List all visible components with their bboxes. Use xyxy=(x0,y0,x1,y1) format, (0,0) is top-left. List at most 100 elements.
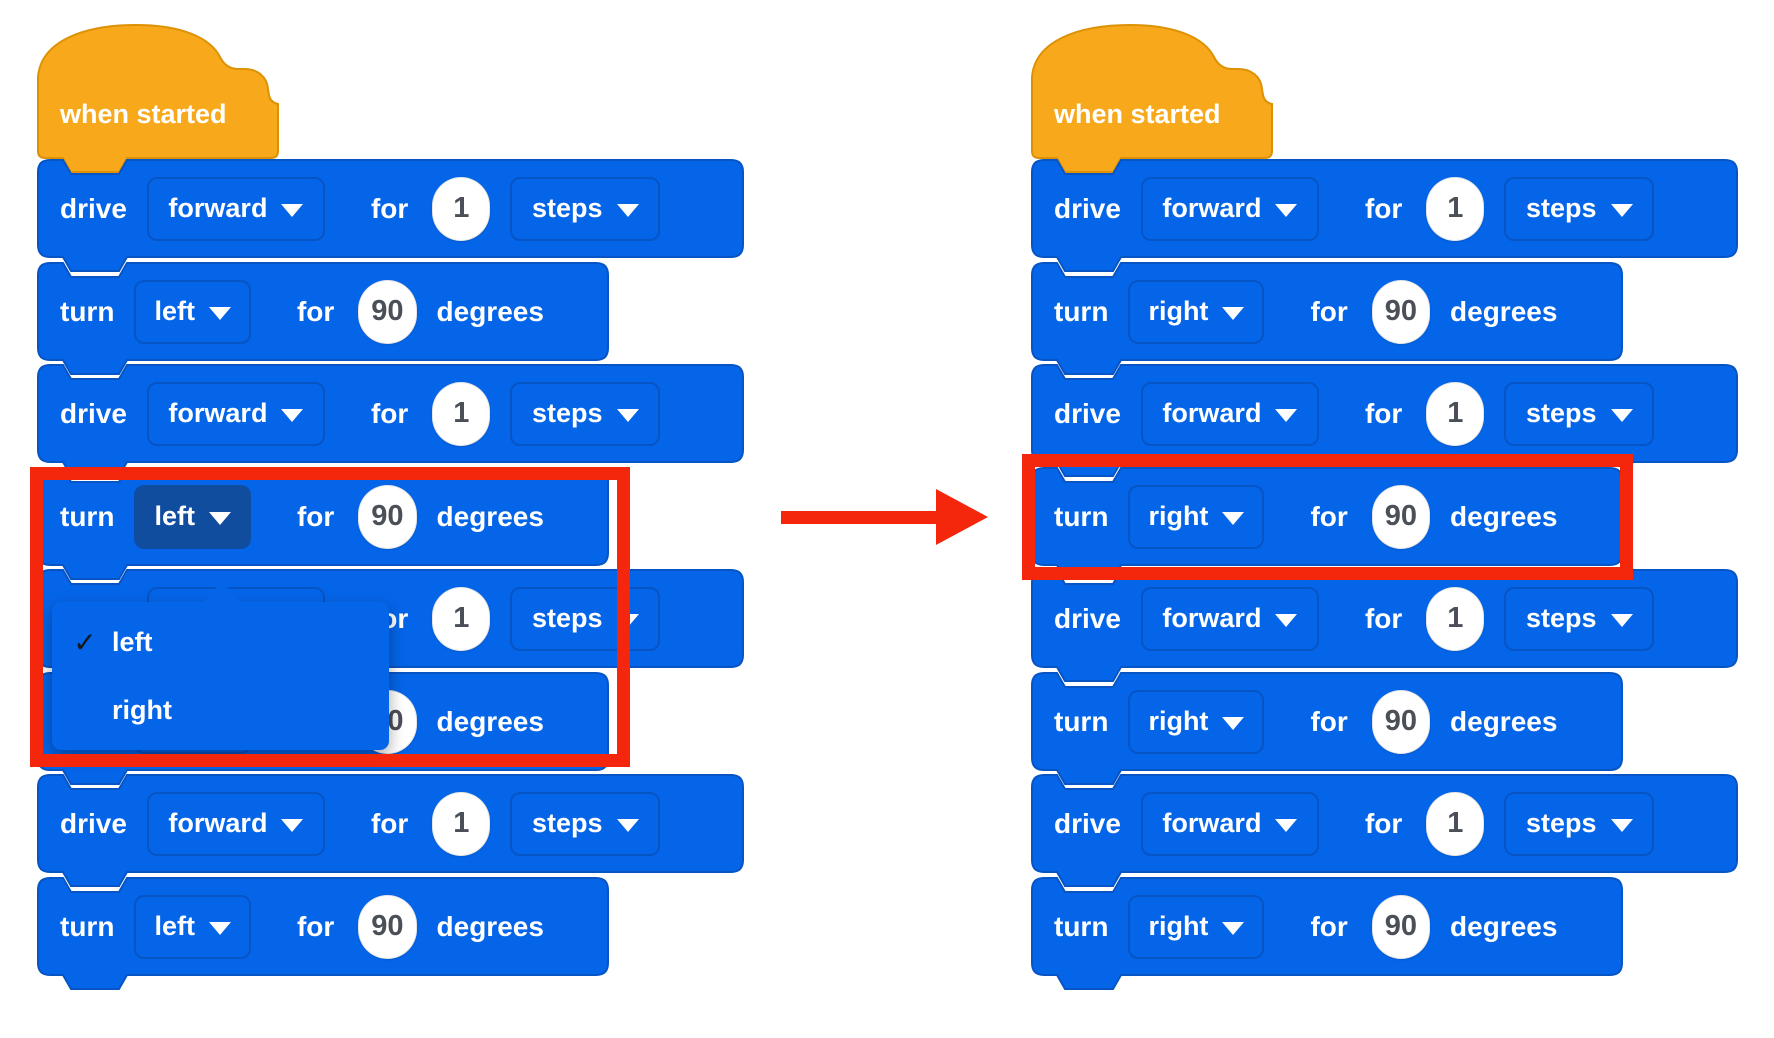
for-label: for xyxy=(296,910,335,942)
unit-dropdown[interactable]: steps xyxy=(510,381,661,446)
value-oval-input[interactable]: 1 xyxy=(432,176,491,241)
value-oval-input[interactable]: 90 xyxy=(358,894,417,959)
chevron-down-icon xyxy=(616,203,639,217)
unit-dropdown[interactable]: steps xyxy=(1504,176,1655,241)
value-oval-input[interactable]: 1 xyxy=(432,381,491,446)
direction-dropdown[interactable]: forward xyxy=(146,176,325,241)
unit-dropdown[interactable]: steps xyxy=(1504,381,1655,446)
direction-dropdown-label: right xyxy=(1148,706,1209,736)
chevron-down-icon xyxy=(1610,408,1633,422)
value-oval-input[interactable]: 1 xyxy=(1426,381,1485,446)
direction-dropdown[interactable]: forward xyxy=(1140,791,1319,856)
unit-label: degrees xyxy=(436,705,544,737)
for-label: for xyxy=(1310,295,1348,327)
unit-dropdown[interactable]: steps xyxy=(1504,791,1655,856)
direction-dropdown-label: left xyxy=(154,501,195,531)
turn-label: turn xyxy=(60,295,115,327)
unit-dropdown-label: steps xyxy=(531,603,603,633)
unit-dropdown-label: steps xyxy=(1525,398,1597,428)
value-oval-input[interactable]: 90 xyxy=(1371,484,1431,549)
for-label: for xyxy=(1364,602,1403,634)
unit-dropdown[interactable]: steps xyxy=(510,791,661,856)
unit-label: degrees xyxy=(436,500,544,532)
direction-dropdown[interactable]: forward xyxy=(1140,176,1319,241)
highlight-box-right xyxy=(1022,454,1633,580)
value-oval-input[interactable]: 90 xyxy=(1371,894,1431,959)
value-oval-input[interactable]: 90 xyxy=(1371,279,1431,344)
drive-label: drive xyxy=(60,807,127,839)
for-label: for xyxy=(296,500,335,532)
value-oval-input[interactable]: 1 xyxy=(432,586,491,651)
direction-dropdown[interactable]: forward xyxy=(146,791,325,856)
unit-dropdown-label: steps xyxy=(1525,603,1597,633)
direction-dropdown-label: forward xyxy=(1162,808,1262,838)
direction-dropdown[interactable]: left xyxy=(134,894,251,959)
value-oval-input[interactable]: 90 xyxy=(358,484,417,549)
for-label: for xyxy=(1310,705,1348,737)
direction-dropdown-label: forward xyxy=(168,398,268,428)
chevron-down-icon xyxy=(281,818,304,832)
value-oval-input[interactable]: 1 xyxy=(432,791,491,856)
turn-label: turn xyxy=(60,500,115,532)
unit-dropdown-label: steps xyxy=(531,398,603,428)
value-oval-input[interactable]: 1 xyxy=(1426,176,1485,241)
drive-label: drive xyxy=(1054,192,1121,224)
chevron-down-icon xyxy=(208,306,231,320)
direction-dropdown[interactable]: right xyxy=(1128,279,1265,344)
direction-dropdown-label: forward xyxy=(1162,398,1262,428)
unit-dropdown[interactable]: steps xyxy=(510,176,661,241)
unit-label: degrees xyxy=(1450,295,1558,327)
for-label: for xyxy=(296,295,335,327)
drive-label: drive xyxy=(1054,397,1121,429)
turn-label: turn xyxy=(1054,705,1109,737)
chevron-down-icon xyxy=(616,408,639,422)
when-started-hat-block[interactable]: when started xyxy=(37,23,280,175)
direction-dropdown[interactable]: forward xyxy=(1140,381,1319,446)
turn-block[interactable]: turn left for 90 degrees xyxy=(37,467,609,580)
when-started-hat-block[interactable]: when started xyxy=(1031,23,1274,175)
direction-dropdown[interactable]: right xyxy=(1128,484,1265,549)
direction-dropdown[interactable]: left xyxy=(134,484,251,549)
unit-dropdown[interactable]: steps xyxy=(1504,586,1655,651)
value-oval-input[interactable]: 90 xyxy=(358,279,417,344)
menu-item-label: left xyxy=(112,626,153,657)
highlight-box-left xyxy=(30,467,630,767)
direction-dropdown[interactable]: right xyxy=(1128,894,1265,959)
unit-label: degrees xyxy=(436,910,544,942)
direction-dropdown[interactable]: forward xyxy=(146,381,325,446)
direction-dropdown-label: forward xyxy=(1162,603,1262,633)
direction-dropdown[interactable]: left xyxy=(134,279,251,344)
menu-item-right[interactable]: right xyxy=(52,676,389,744)
for-label: for xyxy=(1310,910,1348,942)
dropdown-menu-caret-icon xyxy=(202,582,242,604)
direction-dropdown[interactable]: forward xyxy=(1140,586,1319,651)
value-oval-input[interactable]: 90 xyxy=(1371,689,1431,754)
menu-item-left[interactable]: ✓ left xyxy=(52,608,389,676)
direction-dropdown[interactable]: right xyxy=(1128,689,1265,754)
chevron-down-icon xyxy=(1610,818,1633,832)
direction-dropdown-label: forward xyxy=(168,193,268,223)
drive-label: drive xyxy=(60,397,127,429)
value-oval-input[interactable]: 1 xyxy=(1426,791,1485,856)
chevron-down-icon xyxy=(616,818,639,832)
turn-label: turn xyxy=(1054,500,1109,532)
value-oval-input[interactable]: 1 xyxy=(1426,586,1485,651)
